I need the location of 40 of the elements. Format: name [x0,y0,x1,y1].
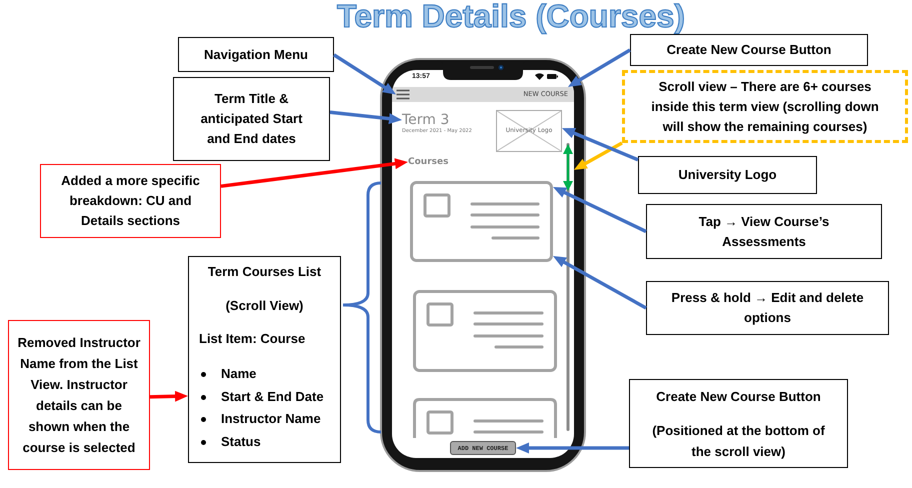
callout-box: Scroll view – There are 6+ courses inside this term view (scrolling down will show the remaining courses) [622,70,908,143]
callout-box [629,379,848,468]
arrow [333,53,396,95]
arrow [568,48,631,87]
arrow [552,256,647,310]
callout-box: Navigation Menu [178,37,334,72]
callout-box: University Logo [638,156,817,194]
arrow [220,158,408,188]
callout-box: Create New Course Button [630,34,868,66]
arrow [516,442,629,454]
phone-frame [380,58,586,472]
arrow [330,110,402,124]
callout-box [188,256,341,463]
callout-text: (Positioned at the bottom of the scroll view) [651,422,826,461]
section-heading: Courses [408,156,448,168]
callout-box: Added a more specific breakdown: CU and Details sections [40,164,221,238]
arrow [574,141,623,170]
list-heading: List Item: Course [199,330,306,348]
arrow [552,187,647,234]
callout-box: Press & hold → Edit and delete options [646,281,889,335]
callout-heading: Create New Course Button [656,388,821,406]
scroll-indicator [562,143,574,433]
app-bar [392,87,574,102]
callout-heading: Term Courses List [208,263,322,281]
arrow [562,128,639,162]
list-item: Start & End Date [221,388,324,406]
list-item: Status [221,433,261,451]
callout-box: Tap → View Course’s Assessments [646,204,882,259]
diagram-title: Term Details (Courses) [337,0,685,33]
course-card [413,398,557,438]
menu-icon [396,89,410,100]
term-title: Term 3 [402,112,450,128]
arrow [150,390,188,402]
callout-box: Removed Instructor Name from the List View. Instructor details can be shown when the course is selected [8,320,150,470]
list-item: Instructor Name [221,410,321,428]
course-card [410,181,553,262]
callout-subheading: (Scroll View) [226,297,304,315]
list-item: Name [221,365,256,383]
course-card [413,290,557,372]
callout-box: Term Title & anticipated Start and End dates [173,77,330,161]
